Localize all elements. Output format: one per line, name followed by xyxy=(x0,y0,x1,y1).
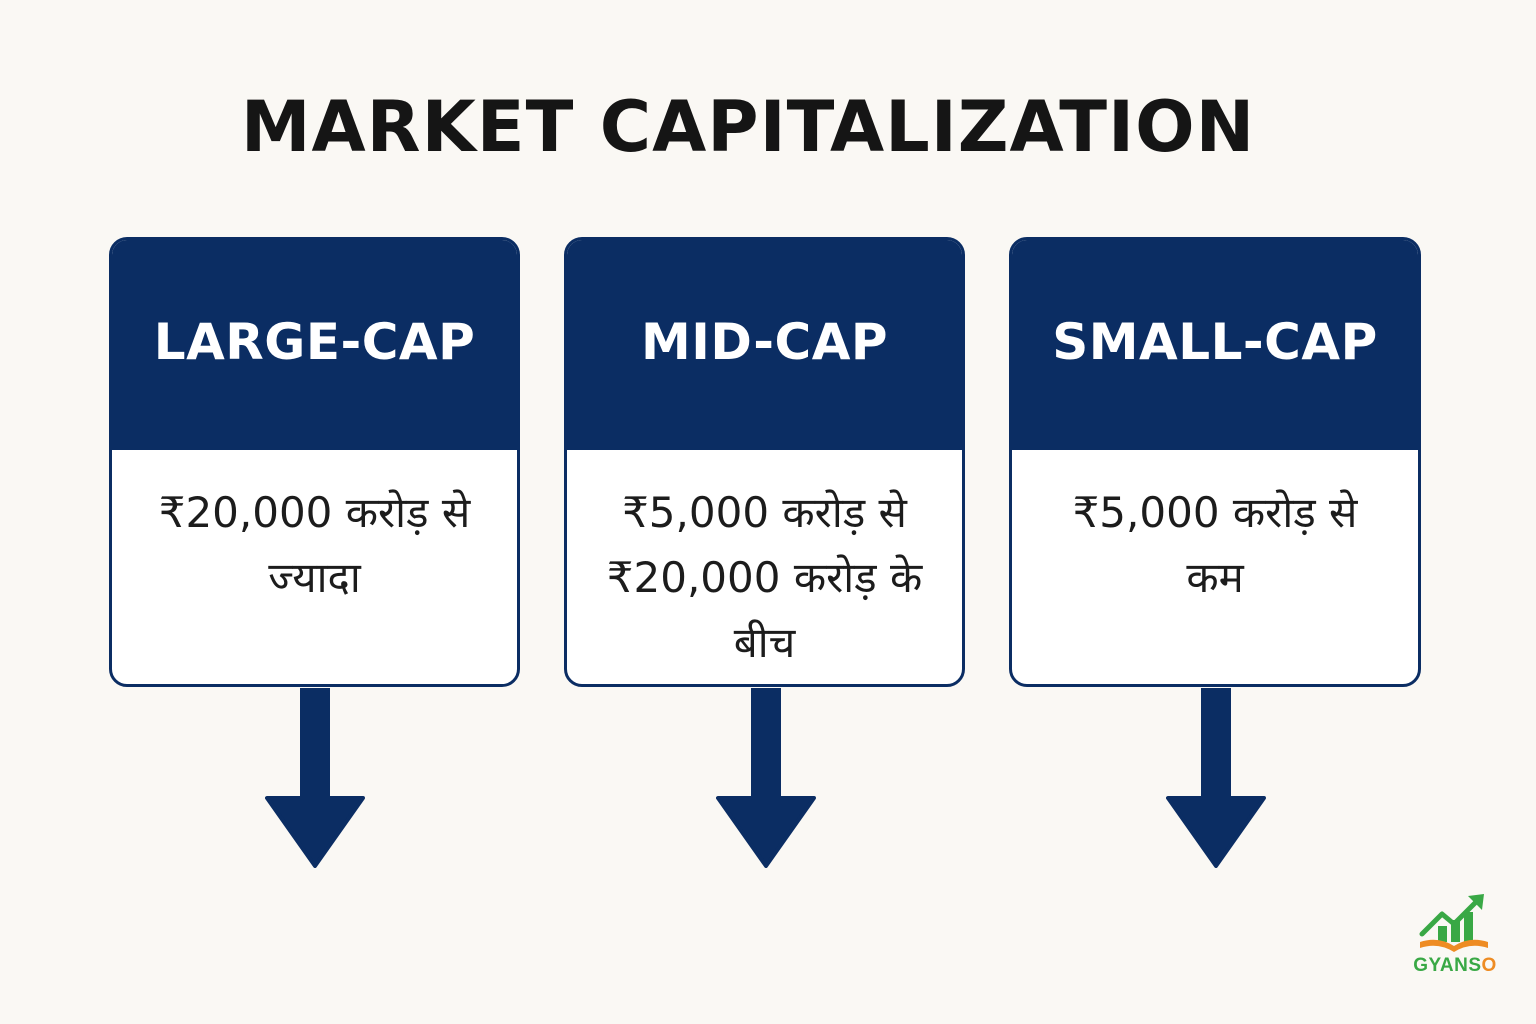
down-arrow-icon xyxy=(1166,688,1266,868)
card-heading: SMALL-CAP xyxy=(1052,313,1378,371)
card-header: MID-CAP xyxy=(567,240,962,450)
card-heading: MID-CAP xyxy=(640,313,889,371)
card-description: ₹20,000 करोड़ से ज्यादा xyxy=(158,488,471,602)
card-description: ₹5,000 करोड़ से कम xyxy=(1072,488,1358,602)
card-header: SMALL-CAP xyxy=(1012,240,1418,450)
down-arrow-icon xyxy=(265,688,365,868)
card-mid-cap: MID-CAP ₹5,000 करोड़ से ₹20,000 करोड़ के… xyxy=(564,237,965,687)
card-description: ₹5,000 करोड़ से ₹20,000 करोड़ के बीच xyxy=(606,488,923,667)
card-large-cap: LARGE-CAP ₹20,000 करोड़ से ज्यादा xyxy=(109,237,520,687)
brand-name-suffix: O xyxy=(1481,955,1497,976)
diagram-title: MARKET CAPITALIZATION xyxy=(240,86,1256,168)
card-heading: LARGE-CAP xyxy=(153,313,476,371)
down-arrow-icon xyxy=(716,688,816,868)
growth-chart-book-icon xyxy=(1419,894,1488,952)
brand-name: GYANSO xyxy=(1400,955,1510,977)
brand-name-prefix: GYANS xyxy=(1413,955,1482,976)
card-header: LARGE-CAP xyxy=(112,240,517,450)
card-small-cap: SMALL-CAP ₹5,000 करोड़ से कम xyxy=(1009,237,1421,687)
